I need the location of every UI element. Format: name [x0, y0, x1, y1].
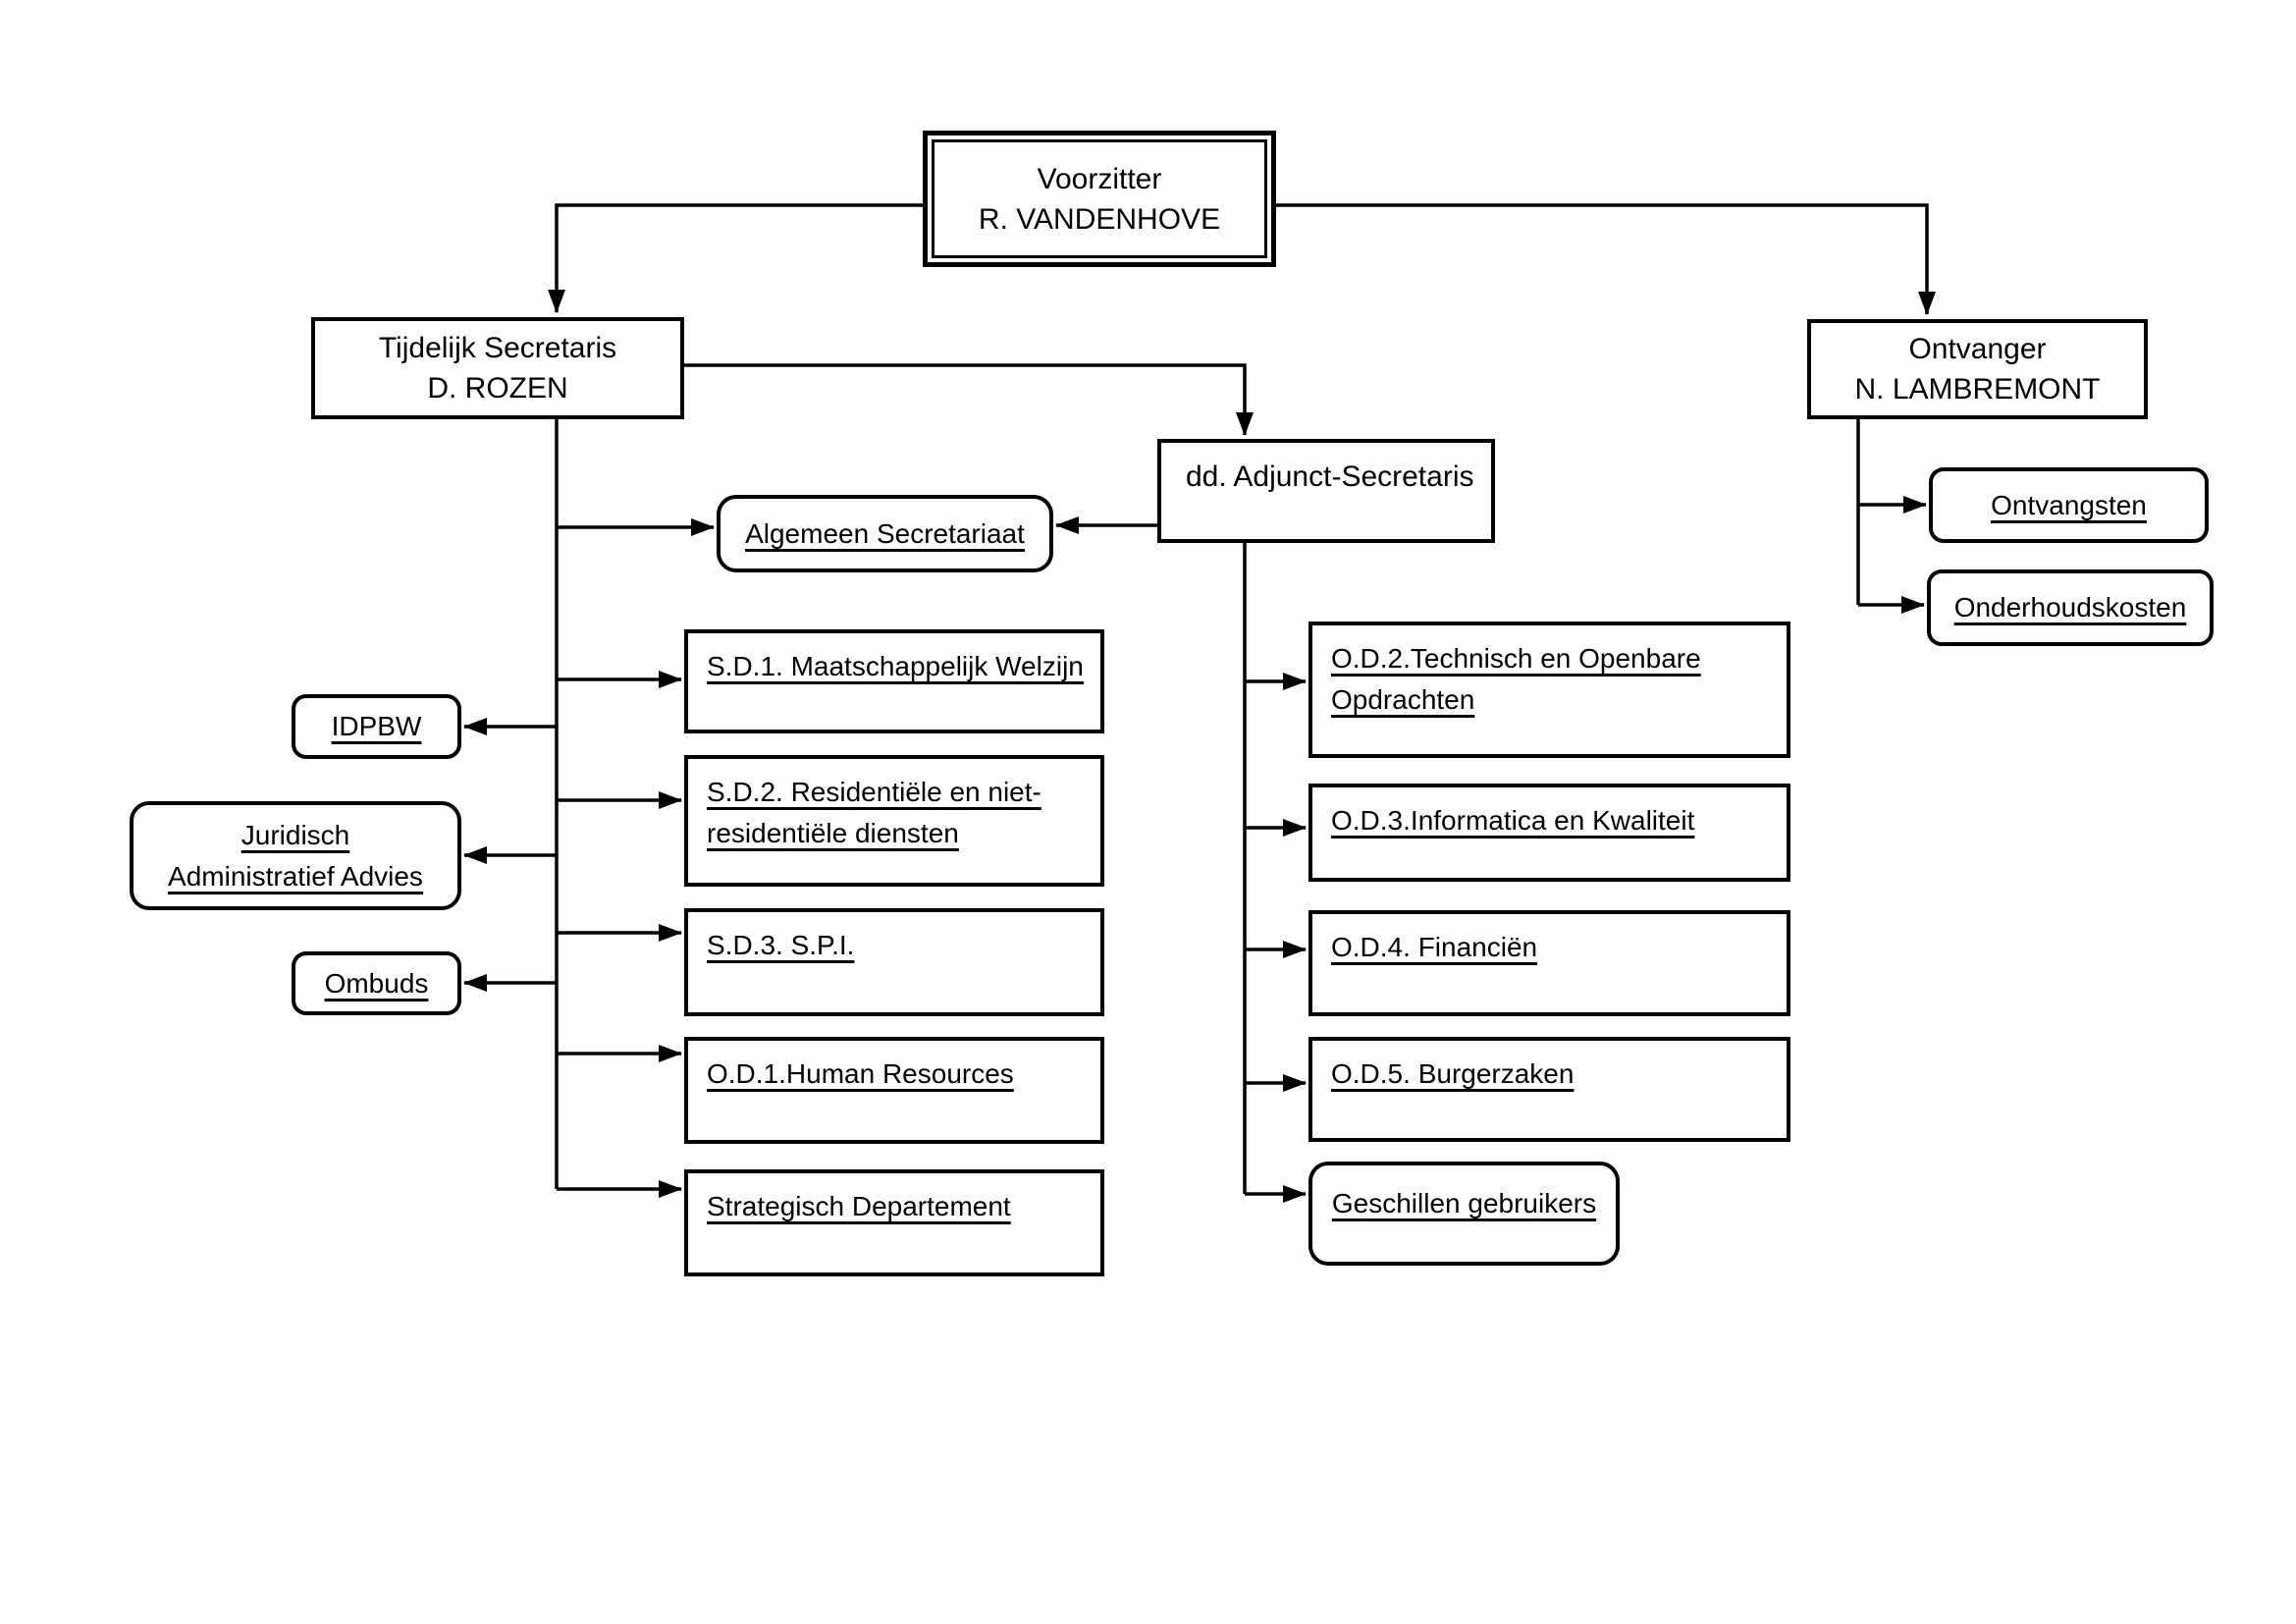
node-juridisch-administratief-advies: Juridisch Administratief Advies [130, 801, 461, 910]
node-sd2-label-line1: S.D.2. Residentiële en niet- [707, 777, 1041, 807]
node-od2: O.D.2.Technisch en Openbare Opdrachten [1308, 622, 1790, 758]
node-voorzitter-title: Voorzitter [1037, 162, 1162, 195]
node-sd3: S.D.3. S.P.I. [684, 908, 1104, 1016]
node-od2-label-line1: O.D.2.Technisch en Openbare [1331, 643, 1701, 674]
node-ontvanger-name: N. LAMBREMONT [1854, 373, 2101, 406]
node-voorzitter: Voorzitter R. VANDENHOVE [923, 131, 1276, 267]
node-ombuds-label: Ombuds [324, 967, 429, 999]
node-idpbw-label: IDPBW [331, 711, 422, 741]
node-ontvanger: Ontvanger N. LAMBREMONT [1807, 319, 2148, 419]
node-od4: O.D.4. Financiën [1308, 910, 1790, 1016]
node-od3-label: O.D.3.Informatica en Kwaliteit [1331, 805, 1695, 836]
node-secretaris-title: Tijdelijk Secretaris [378, 332, 617, 364]
node-od1: O.D.1.Human Resources [684, 1037, 1104, 1144]
node-od5-label: O.D.5. Burgerzaken [1331, 1058, 1575, 1089]
node-onderhoudskosten-label: Onderhoudskosten [1953, 592, 2187, 623]
node-ontvangsten: Ontvangsten [1929, 467, 2209, 543]
node-juridisch-label-line1: Juridisch [240, 819, 350, 850]
node-geschillen-label: Geschillen gebruikers [1331, 1188, 1597, 1218]
node-sd2: S.D.2. Residentiële en niet- residentiël… [684, 755, 1104, 887]
node-adjunct: dd. Adjunct-Secretaris [1157, 439, 1495, 543]
node-ontvangsten-label: Ontvangsten [1991, 489, 2147, 520]
node-sd3-label: S.D.3. S.P.I. [707, 930, 855, 960]
node-idpbw: IDPBW [292, 694, 461, 759]
node-sd2-label-line2: residentiële diensten [707, 818, 959, 848]
node-od4-label: O.D.4. Financiën [1331, 932, 1538, 962]
node-geschillen-gebruikers: Geschillen gebruikers [1308, 1162, 1620, 1266]
connector-voorzitter-secretaris [548, 203, 923, 313]
node-ontvanger-title: Ontvanger [1908, 333, 2047, 365]
node-od2-label-line2: Opdrachten [1331, 684, 1475, 715]
node-ombuds: Ombuds [292, 951, 461, 1015]
node-sd1-label: S.D.1. Maatschappelijk Welzijn [707, 651, 1084, 681]
node-strategisch-label: Strategisch Departement [707, 1191, 1011, 1221]
node-voorzitter-name: R. VANDENHOVE [978, 202, 1221, 236]
node-secretaris: Tijdelijk Secretaris D. ROZEN [311, 317, 684, 419]
node-juridisch-label-line2: Administratief Advies [168, 860, 423, 892]
node-algemeen-secretariaat-label: Algemeen Secretariaat [745, 517, 1025, 549]
node-algemeen-secretariaat: Algemeen Secretariaat [717, 495, 1053, 572]
connector-secretaris-adjunct [684, 363, 1254, 436]
node-od3: O.D.3.Informatica en Kwaliteit [1308, 784, 1790, 882]
node-secretaris-name: D. ROZEN [427, 372, 568, 405]
node-od1-label: O.D.1.Human Resources [707, 1058, 1014, 1089]
connector-voorzitter-ontvanger [1276, 203, 1936, 315]
node-adjunct-label: dd. Adjunct-Secretaris [1186, 460, 1474, 493]
node-od5: O.D.5. Burgerzaken [1308, 1037, 1790, 1142]
node-onderhoudskosten: Onderhoudskosten [1927, 569, 2214, 646]
node-strategisch: Strategisch Departement [684, 1169, 1104, 1276]
node-sd1: S.D.1. Maatschappelijk Welzijn [684, 629, 1104, 733]
